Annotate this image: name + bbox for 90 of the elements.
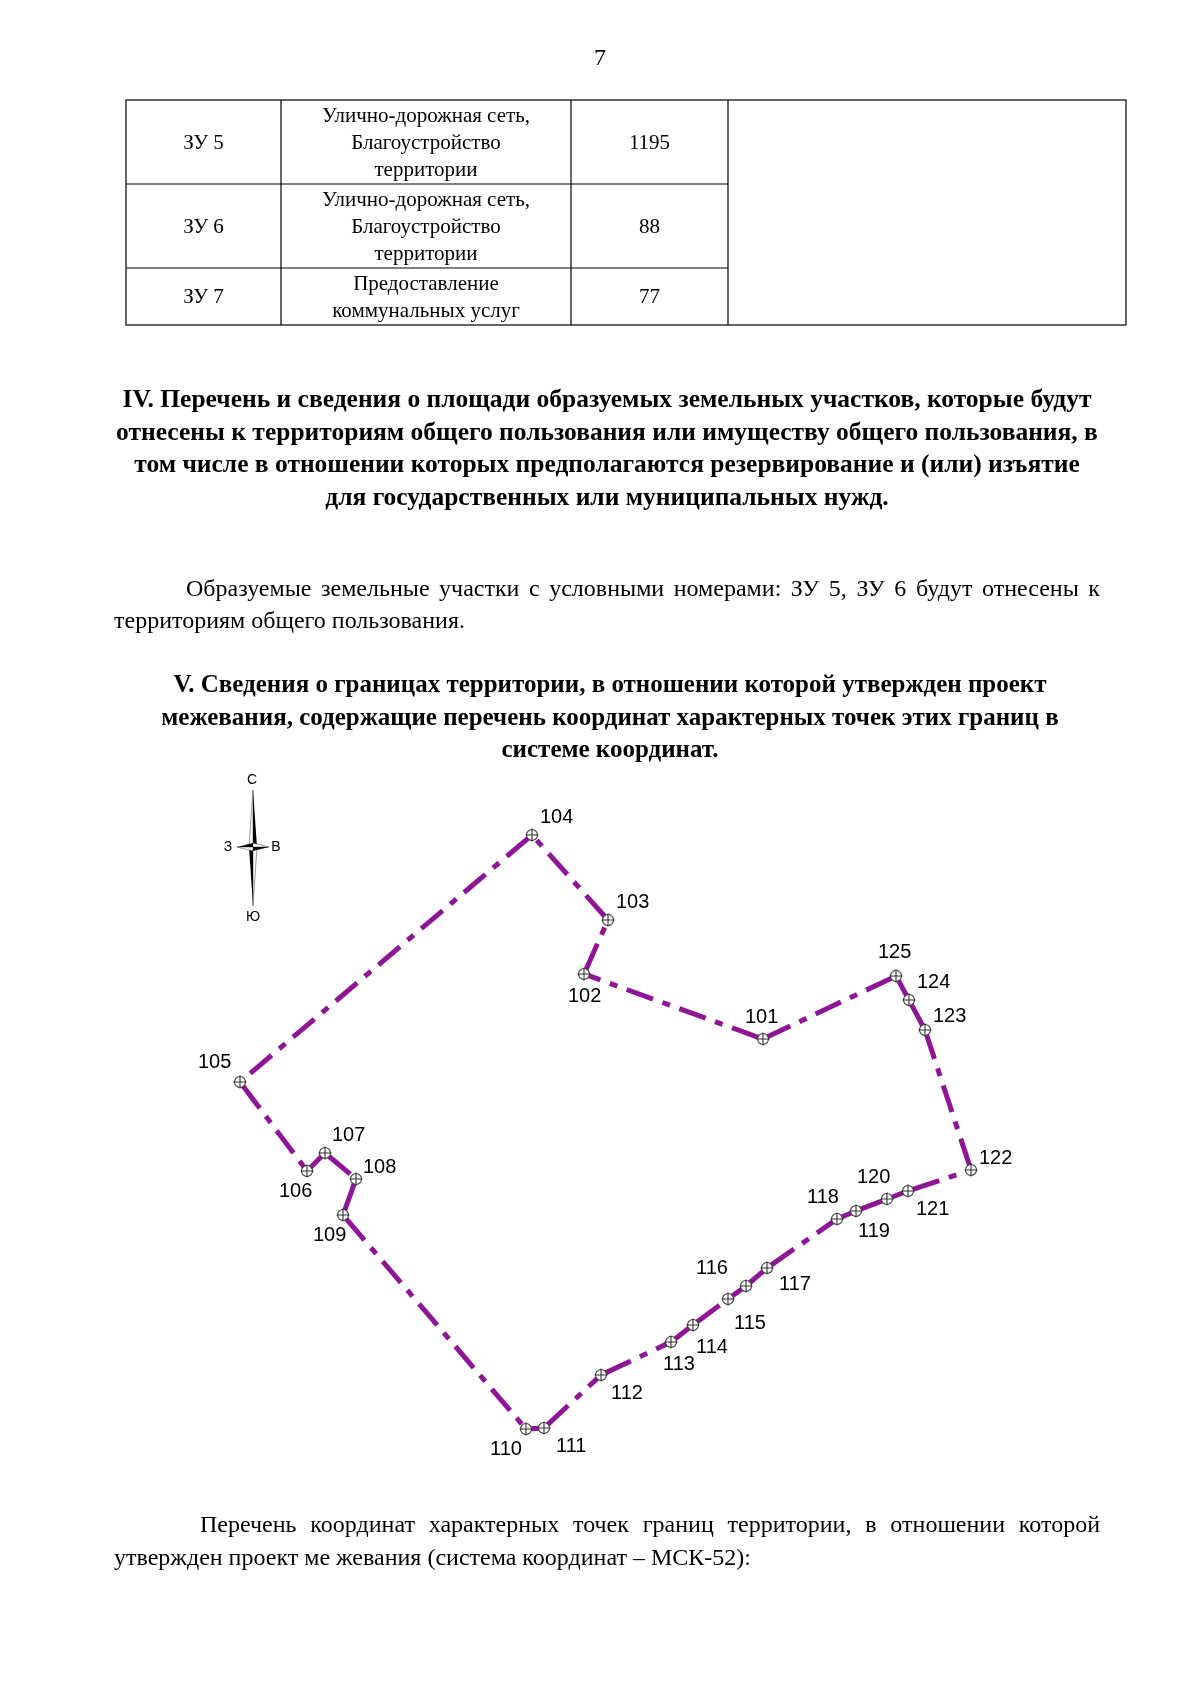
point-number: 107 [332, 1123, 366, 1145]
survey-point-marker [760, 1261, 774, 1275]
survey-point-marker [849, 1204, 863, 1218]
point-number: 110 [490, 1437, 522, 1459]
section-heading: V. Сведения о границах территории, в отношении которой утвержден проект межевания, содержащие перечень координат характерных точек этих границ в системе координат. [160, 669, 1060, 764]
table-entry: ЗУ 5 [182, 128, 225, 156]
survey-point-marker [889, 969, 903, 983]
table-entry: 88 [638, 212, 661, 240]
point-number: 124 [917, 970, 951, 992]
point-number: 120 [857, 1165, 891, 1187]
survey-point-marker [577, 967, 591, 981]
point-number: 121 [916, 1197, 950, 1219]
boundary-line [673, 1326, 691, 1341]
boundary-line [896, 979, 909, 997]
point-number: 106 [279, 1179, 313, 1201]
boundary-line [327, 1154, 354, 1178]
point-number: 122 [979, 1146, 1013, 1168]
point-number: 109 [313, 1223, 347, 1245]
boundary-line [342, 1182, 357, 1212]
survey-point-marker [739, 1279, 753, 1293]
compass-direction-label: Ю [244, 908, 262, 924]
table-entry: 1195 [627, 128, 672, 156]
table-entry: Предоставление коммунальных услуг [331, 269, 521, 324]
survey-point-marker [594, 1368, 608, 1382]
table-entry: Улично-дорожная сеть, Благоустройство территории [320, 101, 532, 183]
survey-point-marker [721, 1292, 735, 1306]
boundary-line [533, 837, 607, 918]
survey-point-marker [336, 1208, 350, 1222]
point-number: 113 [663, 1352, 695, 1374]
table-entry: Улично-дорожная сеть, Благоустройство территории [320, 185, 532, 267]
boundary-line [587, 973, 760, 1040]
survey-point-marker [664, 1335, 678, 1349]
boundary-line [748, 1269, 765, 1285]
point-number: 101 [745, 1005, 779, 1027]
point-number: 117 [779, 1272, 811, 1294]
boundary-line [766, 975, 893, 1040]
survey-point-marker [300, 1164, 314, 1178]
survey-point-marker [318, 1146, 332, 1160]
paragraph: Образуемые земельные участки с условными номерами: ЗУ 5, ЗУ 6 будут отнесены к территориям общего пользования. [114, 574, 1100, 635]
point-number: 105 [198, 1050, 232, 1072]
point-number: 103 [616, 890, 650, 912]
survey-point-marker [756, 1032, 770, 1046]
boundary-line [604, 1341, 668, 1376]
point-number: 123 [933, 1004, 967, 1026]
boundary-line [890, 1190, 905, 1200]
compass-direction-label: С [245, 771, 259, 787]
boundary-line [840, 1210, 853, 1220]
survey-point-marker [349, 1172, 363, 1186]
point-number: 125 [878, 940, 912, 962]
point-number: 116 [696, 1256, 728, 1278]
point-number: 112 [611, 1381, 643, 1403]
survey-point-marker [830, 1212, 844, 1226]
boundary-line [545, 1376, 600, 1427]
section-heading: IV. Перечень и сведения о площади образуемых земельных участков, которые будут отнесены к территориям общего пользования или имуществу общего пользования, в том числе в отношении которых предполагаются резервирование и (или) изъятие для государственных или муниципальных нужд. [115, 383, 1099, 513]
survey-point-marker [902, 993, 916, 1007]
point-number: 119 [858, 1219, 890, 1241]
boundary-line [924, 1033, 972, 1167]
point-number: 104 [540, 805, 574, 827]
compass-direction-label: В [270, 838, 282, 854]
paragraph: Перечень координат характерных точек границ территории, в отношении которой утвержден проект ме жевания (система координат – МСК-52): [114, 1510, 1100, 1572]
boundary-line [859, 1198, 884, 1212]
survey-point-marker [901, 1184, 915, 1198]
point-number: 114 [696, 1335, 728, 1357]
point-number: 108 [363, 1155, 397, 1177]
boundary-line [730, 1286, 744, 1299]
table-entry: ЗУ 6 [182, 212, 225, 240]
survey-point-marker [686, 1318, 700, 1332]
survey-point-marker [880, 1192, 894, 1206]
boundary-line [769, 1219, 835, 1268]
point-number: 118 [807, 1185, 839, 1207]
survey-point-marker [601, 913, 615, 927]
point-number: 102 [568, 984, 602, 1006]
table-entry: 77 [638, 283, 661, 310]
survey-point-marker [964, 1163, 978, 1177]
point-number: 111 [556, 1434, 587, 1456]
point-number: 115 [734, 1311, 766, 1333]
survey-point-marker [918, 1023, 932, 1037]
boundary-line [241, 1084, 306, 1169]
survey-point-marker [233, 1075, 247, 1089]
boundary-line [308, 1154, 324, 1170]
compass-direction-label: З [222, 838, 234, 854]
survey-point-marker [519, 1422, 533, 1436]
table-entry: ЗУ 7 [182, 283, 225, 310]
page-number: 7 [593, 44, 607, 71]
boundary-line [909, 1003, 925, 1027]
survey-point-marker [537, 1421, 551, 1435]
boundary-line [530, 1425, 540, 1432]
boundary-line [583, 923, 609, 971]
survey-point-marker [525, 828, 539, 842]
boundary-line [344, 1217, 525, 1427]
